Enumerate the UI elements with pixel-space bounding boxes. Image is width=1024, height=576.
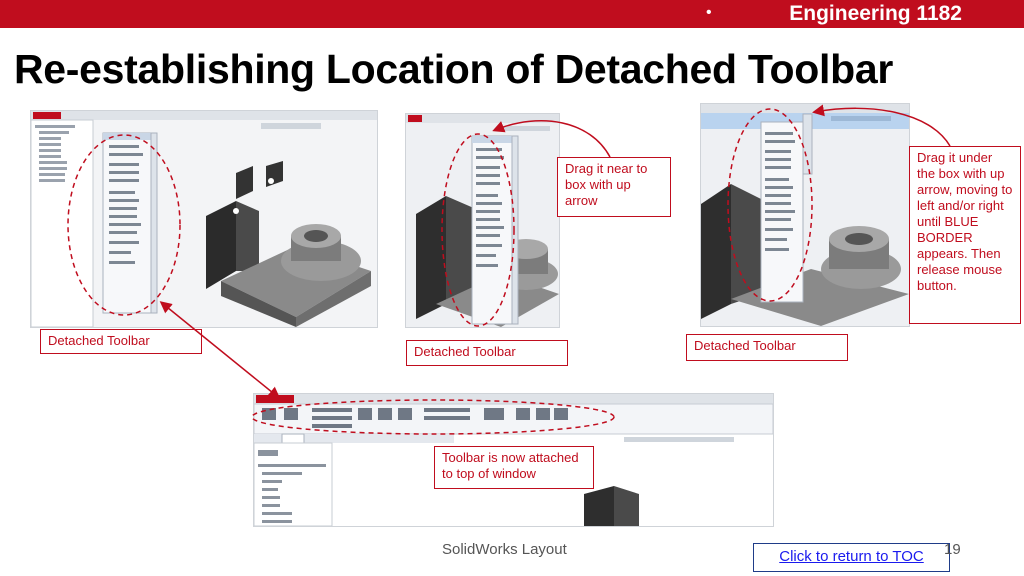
- callout-drag-near: Drag it near to box with up arrow: [557, 157, 671, 217]
- course-name: Engineering 1182: [789, 2, 962, 25]
- solidworks-window-1: [31, 111, 377, 327]
- banner-bullet: •: [706, 4, 712, 21]
- callout-detached-toolbar-2: Detached Toolbar: [406, 340, 568, 366]
- screenshot-drag-under: [700, 103, 910, 327]
- callout-toolbar-attached: Toolbar is now attached to top of window: [434, 446, 594, 489]
- solidworks-window-3: [701, 104, 909, 326]
- footer-label: SolidWorks Layout: [442, 541, 567, 558]
- solidworks-window-2: [406, 114, 559, 327]
- page-number: 19: [944, 541, 961, 558]
- return-to-toc-link[interactable]: Click to return to TOC: [753, 543, 950, 572]
- screenshot-detached-toolbar: [30, 110, 378, 328]
- callout-detached-toolbar-3: Detached Toolbar: [686, 334, 848, 361]
- slide-title: Re-establishing Location of Detached Too…: [14, 46, 894, 92]
- top-banner: • Engineering 1182: [0, 0, 1024, 28]
- callout-drag-under: Drag it under the box with up arrow, mov…: [909, 146, 1021, 324]
- callout-detached-toolbar-1: Detached Toolbar: [40, 329, 202, 354]
- screenshot-drag-near: [405, 113, 560, 328]
